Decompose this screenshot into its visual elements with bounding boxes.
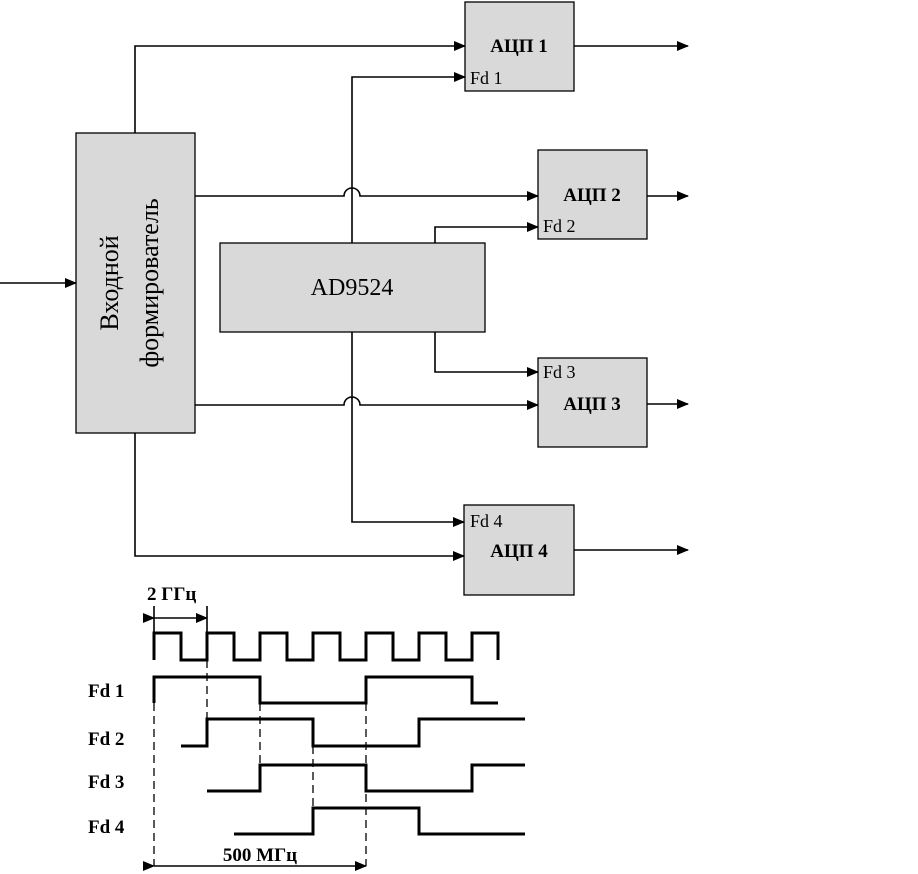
signal-to-adc2	[195, 187, 539, 201]
input-former-block	[75, 132, 196, 434]
fd1-wave-label: Fd 1	[88, 681, 124, 702]
fd4-wave-label: Fd 4	[88, 817, 125, 838]
fd2-wave	[181, 717, 525, 748]
clock-wave	[152, 631, 500, 662]
signal-to-adc4	[134, 433, 465, 561]
input-former-label-1: Входной	[95, 235, 124, 330]
adc2-label: АЦП 2	[563, 185, 621, 206]
ad9524-label: AD9524	[311, 275, 394, 301]
signal-to-adc1	[134, 41, 466, 133]
adc3-label: АЦП 3	[563, 394, 621, 415]
span-label: 500 МГц	[223, 845, 297, 866]
clock-fd2-line	[434, 222, 539, 243]
adc1-block	[464, 1, 575, 92]
fd3-wave	[207, 763, 525, 793]
fd1-wave	[152, 675, 498, 705]
fd4-wave	[234, 806, 525, 836]
signal-to-adc3	[195, 396, 539, 410]
period-label: 2 ГГц	[147, 584, 196, 605]
fd3-wave-label: Fd 3	[88, 772, 124, 793]
ad9524-block	[219, 242, 486, 333]
clock-fd3-line	[434, 332, 539, 377]
adc2-clock-label: Fd 2	[543, 216, 576, 236]
adc1-label: АЦП 1	[490, 36, 548, 57]
adc4-label: АЦП 4	[490, 541, 548, 562]
adc1-clock-label: Fd 1	[470, 68, 503, 88]
adc4-block	[463, 504, 575, 596]
clock-fd4-line	[351, 332, 465, 527]
adc3-block	[537, 357, 648, 448]
adc3-clock-label: Fd 3	[543, 362, 576, 382]
input-former-label-2: формирователь	[135, 198, 164, 367]
adc2-block	[537, 149, 648, 240]
clock-fd1-line	[351, 72, 466, 243]
fd2-wave-label: Fd 2	[88, 729, 124, 750]
adc4-clock-label: Fd 4	[470, 511, 503, 531]
